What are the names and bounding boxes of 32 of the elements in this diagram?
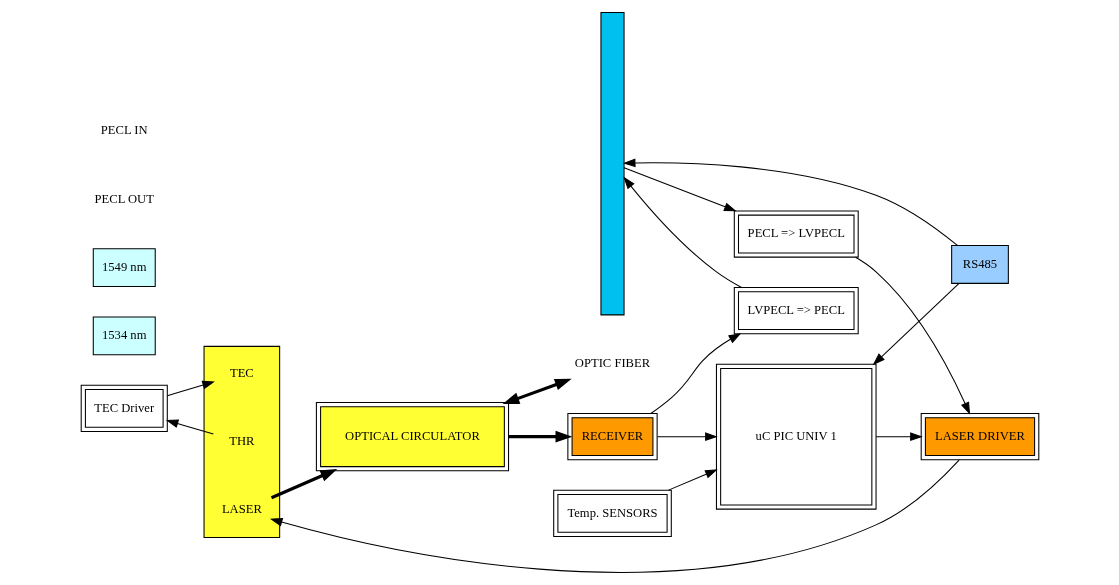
node-text: THR: [228, 434, 254, 449]
arrow: [623, 167, 737, 212]
node-box: 1549 nm: [92, 248, 156, 288]
arrow: [656, 432, 718, 442]
arrow: [166, 380, 215, 397]
node-box: PECL => LVPECL: [733, 210, 859, 258]
node-box: OPTICAL CIRCULATOR: [315, 402, 509, 472]
arrow: [872, 283, 959, 366]
label: PECL OUT: [94, 191, 154, 206]
arrow: [854, 256, 970, 415]
node-box: 1534 nm: [92, 316, 156, 356]
node-box: RS485: [950, 245, 1009, 284]
arrow: [502, 378, 572, 405]
arrow: [622, 176, 742, 288]
node-box: LVPECL => PECL: [733, 287, 859, 335]
arrow: [667, 469, 718, 491]
node-bar: [599, 11, 625, 316]
arrow: [165, 419, 214, 435]
arrow: [269, 459, 960, 573]
arrow: [508, 430, 572, 443]
node-text: TEC: [229, 365, 254, 380]
node-box: RECEIVER: [566, 413, 658, 461]
node-box: Temp. SENSORS: [552, 489, 672, 537]
node-box: TEC Driver: [80, 384, 168, 432]
arrow: [649, 333, 741, 414]
node-text: LASER: [221, 502, 262, 517]
arrow: [875, 432, 923, 442]
node-box: uC PIC UNIV 1: [715, 363, 877, 510]
node-box: LASER DRIVER: [920, 413, 1039, 461]
label: PECL IN: [100, 123, 148, 138]
arrow: [622, 158, 958, 246]
node-text: OPTIC FIBER: [574, 356, 650, 371]
